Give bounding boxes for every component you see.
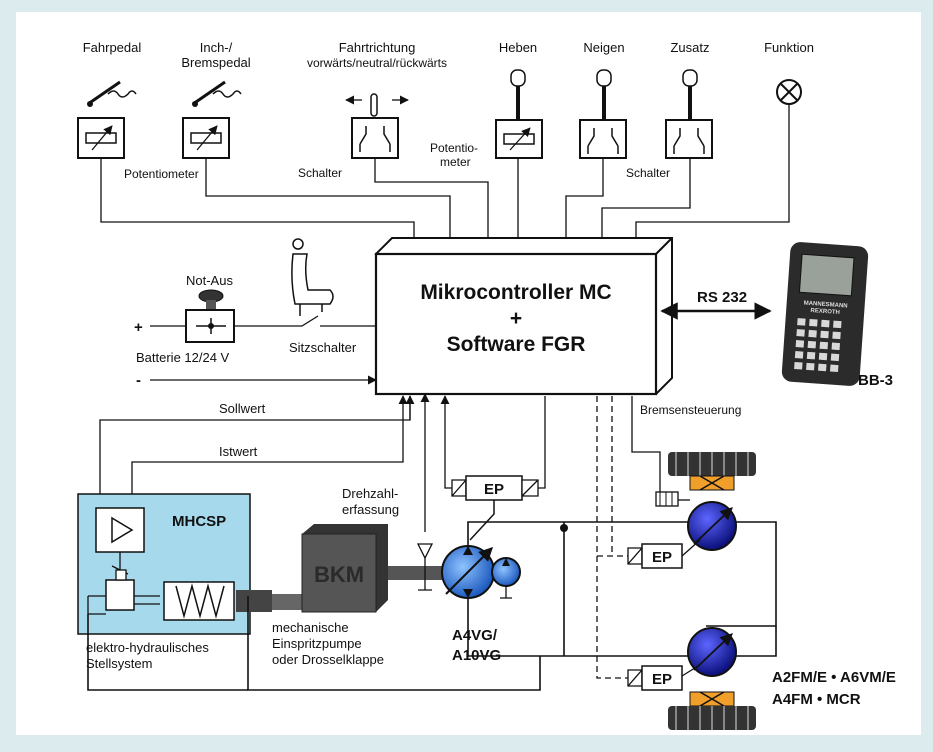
label-inch-line1: Inch-/ xyxy=(200,40,233,55)
brake-connector-icon xyxy=(655,491,679,507)
label-potentio-line2: meter xyxy=(440,155,471,169)
controller-title: Mikrocontroller MC xyxy=(420,281,611,304)
hydraulic-loop xyxy=(87,521,777,691)
label-potentiometer: Potentiometer xyxy=(124,167,199,181)
label-ep-motor-lower: EP xyxy=(652,671,672,688)
mhcsp-unit: MHCSP xyxy=(77,493,251,635)
label-rs232: RS 232 xyxy=(697,289,747,306)
bkm-engine: BKM xyxy=(301,524,388,613)
label-sitzschalter: Sitzschalter xyxy=(289,340,357,355)
battery-minus-label: - xyxy=(136,372,141,389)
actuator-rod xyxy=(236,590,272,612)
label-not-aus: Not-Aus xyxy=(186,273,233,288)
label-pump-line3: oder Drosselklappe xyxy=(272,652,384,667)
battery-plus-label: + xyxy=(134,319,143,336)
label-stell-line2: Stellsystem xyxy=(86,656,152,671)
label-pump-line1: mechanische xyxy=(272,620,349,635)
controller-plus: + xyxy=(510,307,522,330)
wheel-lower xyxy=(668,691,756,730)
input-signal-lines xyxy=(100,104,790,251)
label-fahrtrichtung-line2: vorwärts/neutral/rückwärts xyxy=(307,56,447,70)
label-zusatz: Zusatz xyxy=(670,40,709,55)
label-mhcsp: MHCSP xyxy=(172,513,226,530)
ep-valve-pump: EP xyxy=(451,475,539,501)
ep-dashed-lines xyxy=(596,396,628,679)
microcontroller-box: Mikrocontroller MC + Software FGR xyxy=(374,237,673,396)
label-istwert: Istwert xyxy=(219,444,258,459)
label-funktion: Funktion xyxy=(764,40,814,55)
ep-motor-lower-link xyxy=(681,665,699,677)
drive-shaft xyxy=(388,566,442,580)
label-motors-line1: A2FM/E • A6VM/E xyxy=(772,669,896,686)
fahrpedal-sensor xyxy=(77,80,137,159)
zusatz-joystick xyxy=(665,69,713,159)
label-schalter-left: Schalter xyxy=(298,166,342,180)
label-inch-line2: Bremspedal xyxy=(181,55,250,70)
label-bremsensteuerung: Bremsensteuerung xyxy=(640,403,741,417)
heben-joystick xyxy=(495,69,543,159)
wheel-upper xyxy=(668,452,756,491)
motor-upper xyxy=(687,501,737,551)
funktion-lamp-icon xyxy=(776,79,802,105)
label-drehzahl-line1: Drehzahl- xyxy=(342,486,398,501)
label-fahrtrichtung-line1: Fahrtrichtung xyxy=(339,40,416,55)
bb3-brand-line2: REXROTH xyxy=(810,308,840,316)
bb3-handheld-terminal: MANNESMANN REXROTH xyxy=(781,242,869,386)
label-stell-line1: elektro-hydraulisches xyxy=(86,640,209,655)
label-sollwert: Sollwert xyxy=(219,401,266,416)
ep-pump-link xyxy=(469,500,495,541)
label-ep-pump: EP xyxy=(484,481,504,498)
label-drehzahl-line2: erfassung xyxy=(342,502,399,517)
label-bb3: BB-3 xyxy=(858,372,893,389)
label-bkm: BKM xyxy=(314,562,364,587)
bb3-brand-line1: MANNESMANN xyxy=(803,300,847,309)
label-neigen: Neigen xyxy=(583,40,624,55)
neigen-joystick xyxy=(579,69,627,159)
label-fahrpedal: Fahrpedal xyxy=(83,40,142,55)
label-a4vg-line1: A4VG/ xyxy=(452,627,498,644)
feedback-lines xyxy=(99,393,661,532)
ep-motor-upper-link xyxy=(681,539,701,557)
controller-software: Software FGR xyxy=(447,333,586,356)
motor-lower xyxy=(687,627,737,677)
speed-sensor-icon xyxy=(416,543,434,560)
injection-pump-link xyxy=(272,594,304,610)
seat-icon xyxy=(291,238,334,316)
label-pump-line2: Einspritzpumpe xyxy=(272,636,362,651)
label-ep-motor-upper: EP xyxy=(652,549,672,566)
label-schalter-right: Schalter xyxy=(626,166,670,180)
speed-sensor-line xyxy=(418,558,432,591)
label-motors-line2: A4FM • MCR xyxy=(772,691,861,708)
junction-dot xyxy=(560,524,568,532)
ep-valve-motor-lower: EP xyxy=(627,665,683,691)
seat-switch-line xyxy=(292,315,376,327)
ep-valve-motor-upper: EP xyxy=(627,543,683,569)
label-potentio-line1: Potentio- xyxy=(430,141,478,155)
label-heben: Heben xyxy=(499,40,537,55)
label-batterie: Batterie 12/24 V xyxy=(136,350,230,365)
